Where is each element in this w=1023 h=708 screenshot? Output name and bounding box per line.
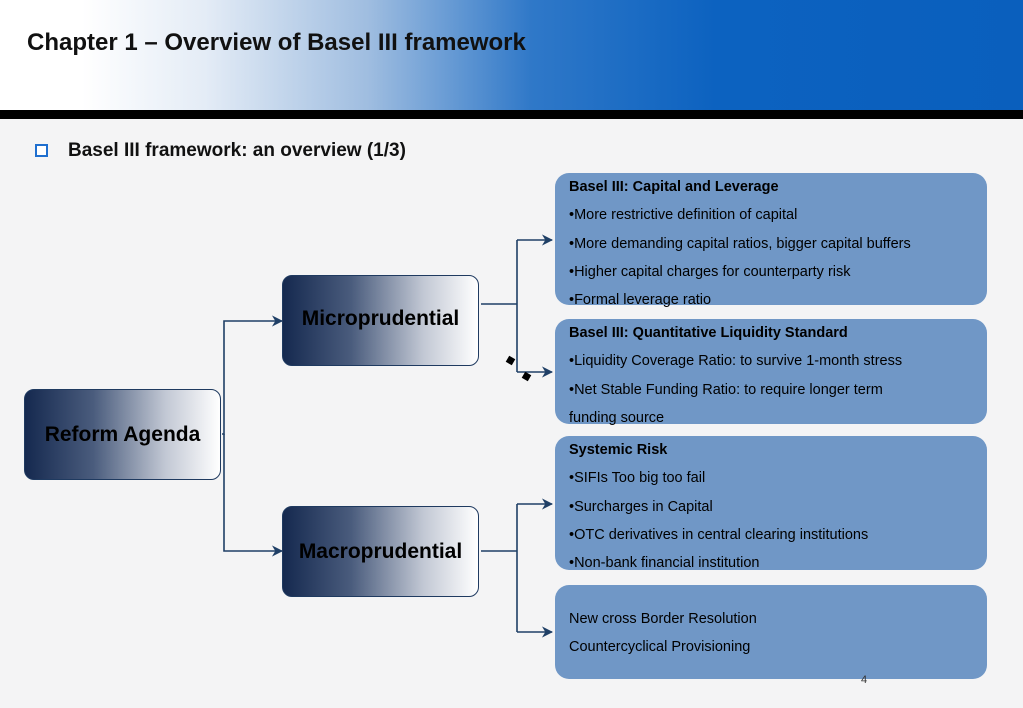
capital-leverage-card: Basel III: Capital and Leverage •More re… — [555, 173, 987, 308]
card-item: •Formal leverage ratio — [569, 292, 712, 309]
card-item: funding source — [569, 409, 665, 426]
connector-macro-bracket — [481, 504, 518, 632]
selection-handle-icon — [505, 355, 516, 366]
resolution-provisioning-card: New cross Border Resolution Countercycli… — [555, 585, 987, 679]
square-bullet-icon — [35, 144, 48, 157]
macroprudential-label: Macroprudential — [298, 539, 463, 563]
card-item: •Non-bank financial institution — [569, 555, 760, 572]
page-number: 4 — [861, 674, 868, 686]
connector-reform-micro — [222, 315, 284, 435]
card-item: •More restrictive definition of capital — [569, 207, 798, 224]
connector-micro-bracket — [481, 240, 518, 372]
card-title: Basel III: Capital and Leverage — [569, 179, 779, 195]
card-item: •SIFIs Too big too fail — [569, 470, 706, 487]
card-item: Countercyclical Provisioning — [569, 639, 751, 656]
card-item: •Net Stable Funding Ratio: to require lo… — [569, 381, 883, 398]
card-item: •OTC derivatives in central clearing ins… — [569, 526, 869, 543]
reform-agenda-node: Reform Agenda — [24, 389, 221, 480]
connector-reform-macro — [223, 434, 284, 557]
section-title: Basel III framework: an overview (1/3) — [68, 140, 406, 161]
macroprudential-node: Macroprudential — [282, 506, 479, 597]
card-item: •Higher capital charges for counterparty… — [569, 263, 851, 280]
card-item: New cross Border Resolution — [569, 611, 757, 627]
card-item: •More demanding capital ratios, bigger c… — [569, 235, 911, 252]
header-rule — [0, 110, 1023, 119]
card-title: Basel III: Quantitative Liquidity Standa… — [569, 325, 848, 341]
card-item: •Surcharges in Capital — [569, 498, 713, 515]
selection-handle-icon — [521, 371, 532, 382]
header-banner — [0, 0, 1023, 110]
microprudential-label: Microprudential — [301, 306, 460, 330]
chapter-title: Chapter 1 – Overview of Basel III framew… — [27, 29, 526, 56]
microprudential-node: Microprudential — [282, 275, 479, 366]
card-item: •Liquidity Coverage Ratio: to survive 1-… — [569, 353, 903, 370]
systemic-risk-card: Systemic Risk •SIFIs Too big too fail •S… — [555, 436, 987, 571]
reform-agenda-label: Reform Agenda — [44, 422, 201, 446]
card-title: Systemic Risk — [569, 442, 668, 458]
liquidity-standard-card: Basel III: Quantitative Liquidity Standa… — [555, 319, 987, 426]
